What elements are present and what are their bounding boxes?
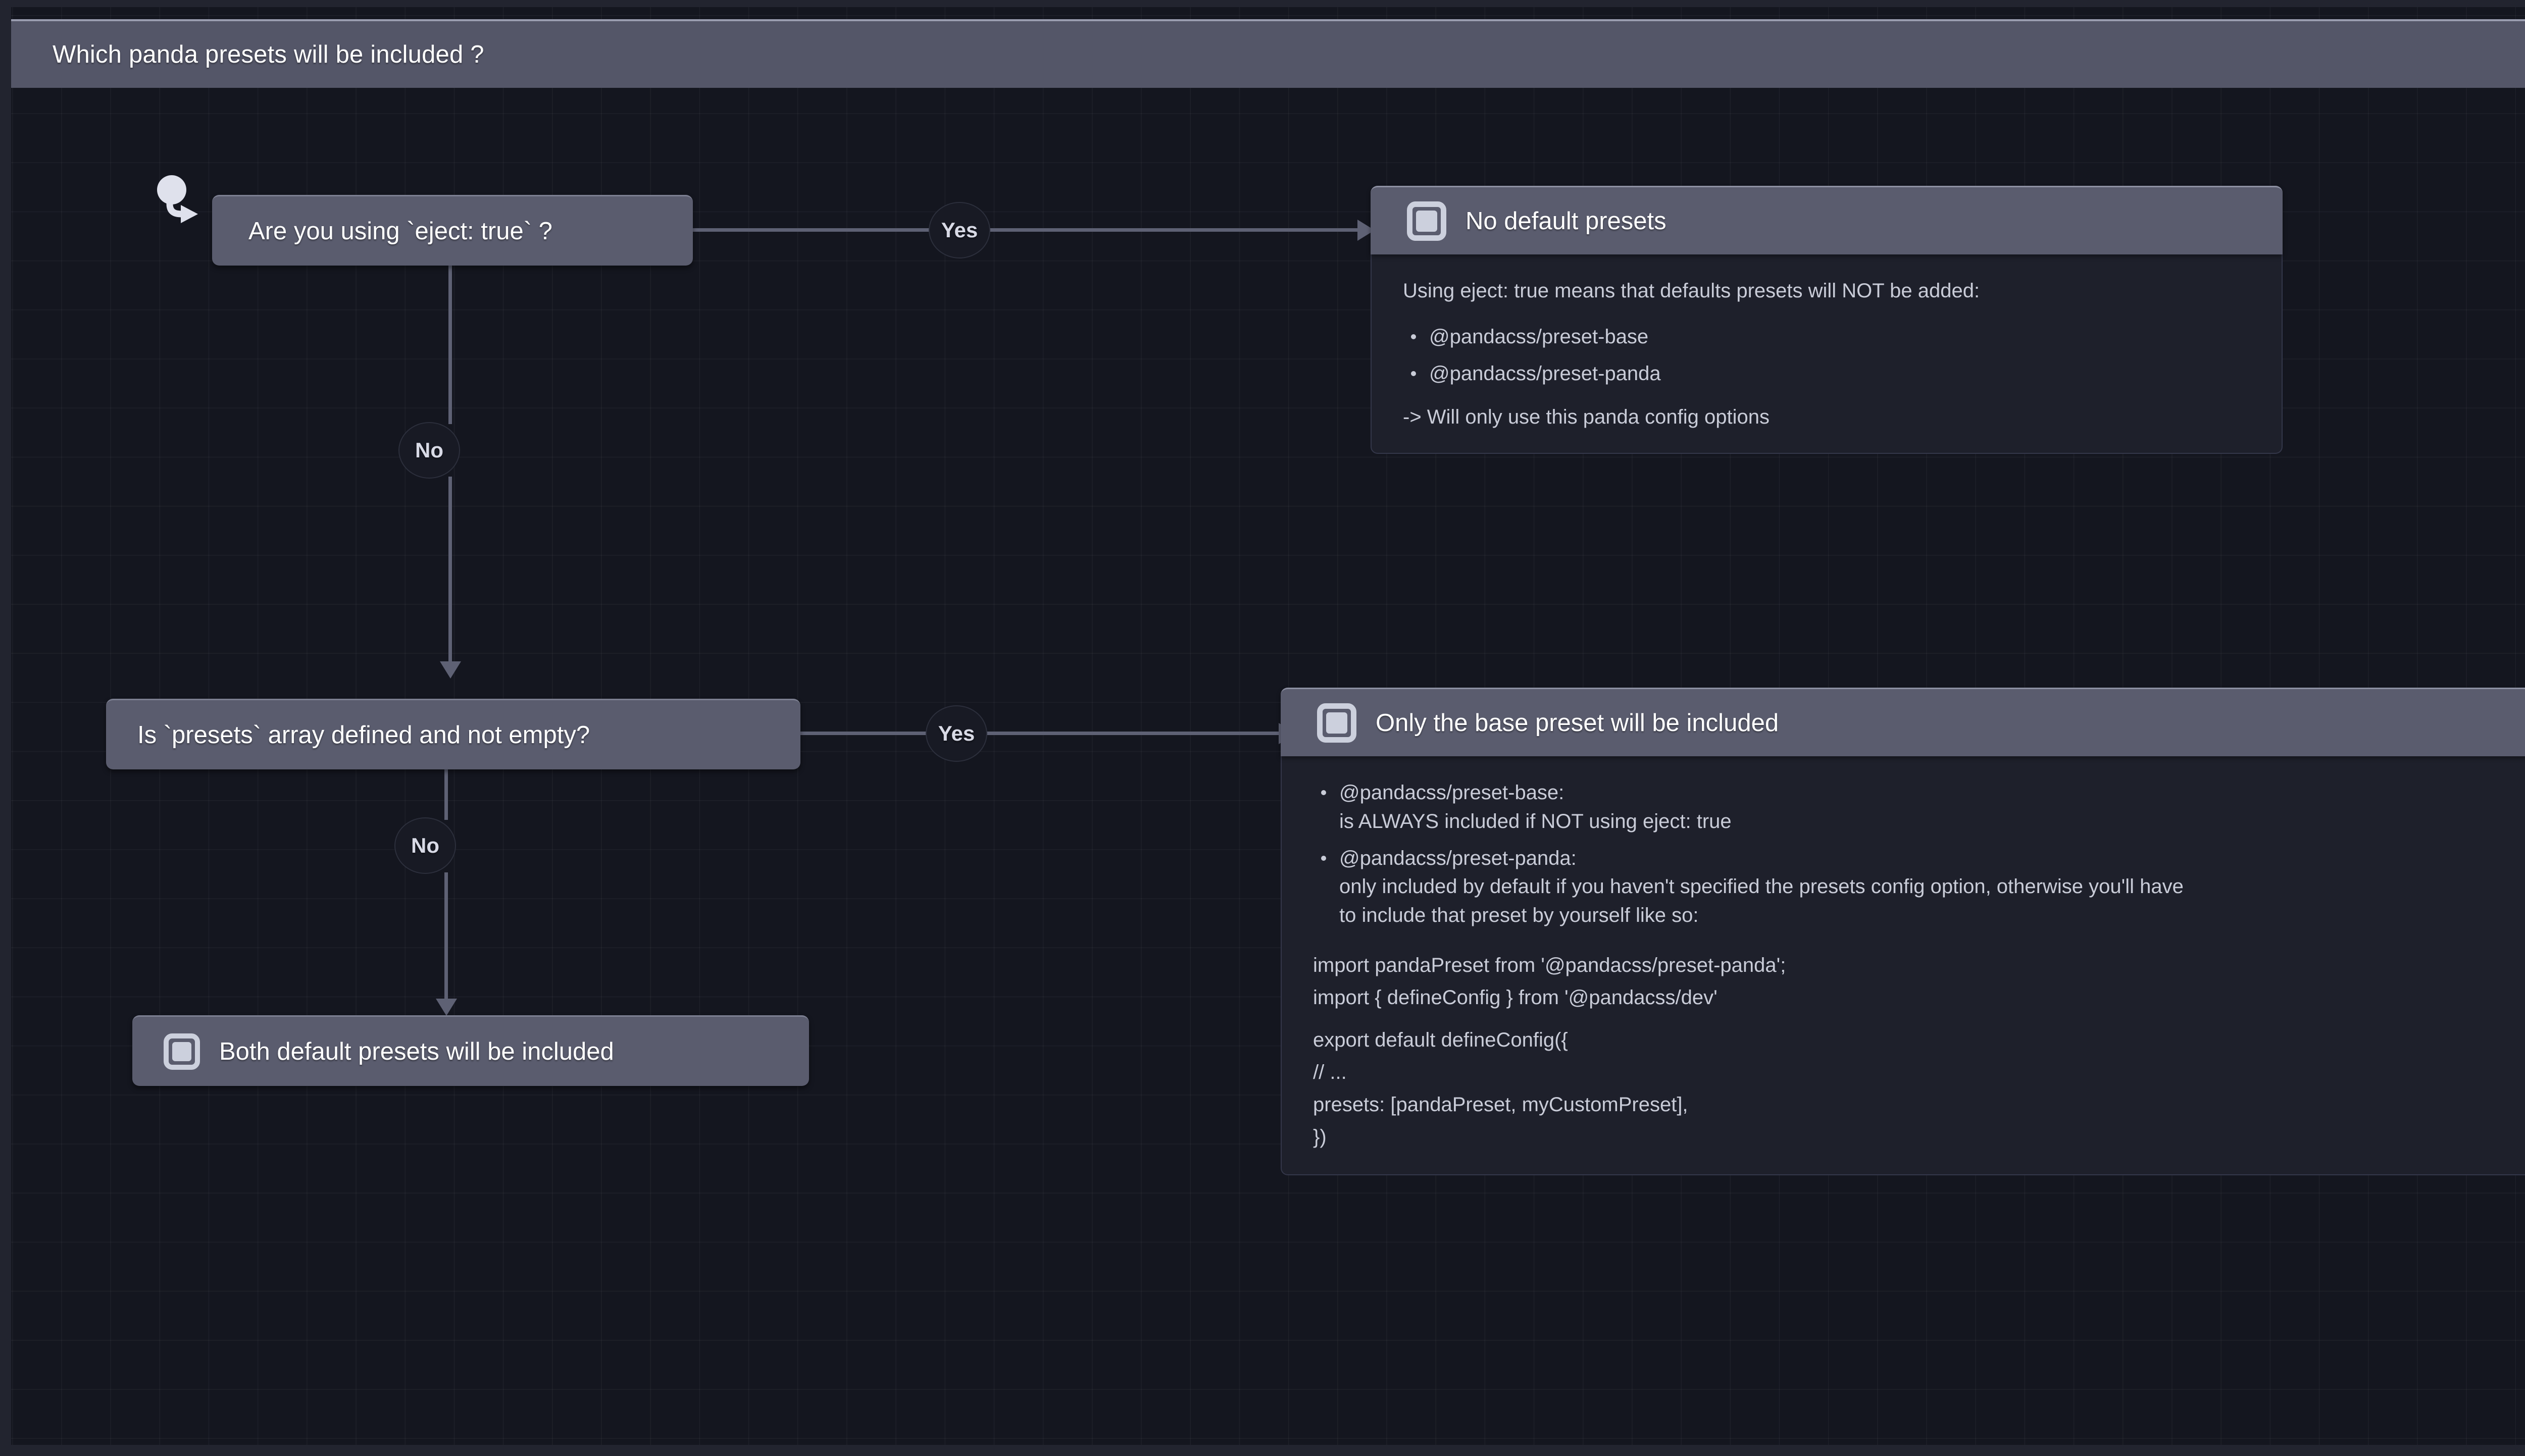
edge-label-eject-no[interactable]: No — [398, 422, 460, 479]
decision-node-presets[interactable]: Is `presets` array defined and not empty… — [106, 699, 800, 769]
code-line: export default defineConfig({ — [1313, 1028, 1568, 1051]
diagram-title-bar: Which panda presets will be included ? — [11, 19, 2525, 88]
edge-label-presets-no[interactable]: No — [394, 817, 456, 874]
list-item: @pandacss/preset-panda — [1403, 359, 2250, 388]
bullet-head: @pandacss/preset-base: — [1339, 782, 1564, 804]
code-line: import { defineConfig } from '@pandacss/… — [1313, 986, 1718, 1009]
edge-presets-yes-right — [986, 732, 1279, 735]
bullet-detail-2: to include that preset by yourself like … — [1339, 904, 1699, 927]
edge-eject-no-upper — [448, 266, 452, 424]
note-bullet-list: @pandacss/preset-base @pandacss/preset-p… — [1403, 323, 2250, 388]
list-item: @pandacss/preset-base — [1403, 323, 2250, 351]
bullet-head: @pandacss/preset-panda: — [1339, 847, 1577, 869]
result-node-both-presets-label: Both default presets will be included — [219, 1037, 614, 1065]
arrowhead-eject-no-icon — [440, 661, 461, 679]
arrowhead-presets-no-icon — [436, 999, 457, 1016]
note-card-only-base-preset[interactable]: Only the base preset will be included @p… — [1281, 688, 2525, 1175]
edge-eject-no-lower — [448, 477, 452, 661]
decision-node-eject[interactable]: Are you using `eject: true` ? — [212, 195, 693, 266]
canvas-bottom-gutter — [0, 1445, 2525, 1456]
note-body-only-base-preset: @pandacss/preset-base: is ALWAYS include… — [1281, 756, 2525, 1175]
note-body-no-default-presets: Using eject: true means that defaults pr… — [1371, 254, 2283, 454]
edge-presets-yes-left — [800, 732, 928, 735]
note-intro-text: Using eject: true means that defaults pr… — [1403, 280, 1980, 302]
decision-node-presets-label: Is `presets` array defined and not empty… — [137, 721, 590, 749]
bullet-text: @pandacss/preset-base — [1429, 325, 1649, 348]
edge-label-presets-yes-text: Yes — [938, 721, 975, 745]
page-title: Which panda presets will be included ? — [53, 41, 484, 68]
code-block: import pandaPreset from '@pandacss/prese… — [1313, 949, 2525, 1153]
note-header-no-default-presets: No default presets — [1371, 186, 2283, 254]
edge-presets-no-upper — [444, 769, 448, 820]
code-line: presets: [pandaPreset, myCustomPreset], — [1313, 1093, 1688, 1116]
bullet-text: @pandacss/preset-panda — [1429, 362, 1661, 385]
code-line: import pandaPreset from '@pandacss/prese… — [1313, 954, 1786, 976]
note-title-no-default-presets: No default presets — [1466, 207, 1666, 235]
bullet-detail: only included by default if you haven't … — [1339, 875, 2184, 898]
list-item: @pandacss/preset-base: is ALWAYS include… — [1313, 778, 2525, 836]
edge-label-eject-yes[interactable]: Yes — [929, 202, 990, 258]
result-node-both-presets[interactable]: Both default presets will be included — [132, 1015, 809, 1086]
start-circle-curved-arrow-icon — [157, 175, 198, 223]
edge-label-presets-no-text: No — [411, 834, 439, 857]
note-card-icon — [1407, 201, 1446, 241]
edge-label-eject-yes-text: Yes — [941, 218, 978, 242]
note-bullet-list: @pandacss/preset-base: is ALWAYS include… — [1313, 778, 2525, 930]
code-line: // ... — [1313, 1061, 1347, 1083]
decision-node-eject-label: Are you using `eject: true` ? — [248, 217, 552, 245]
note-outro-text: -> Will only use this panda config optio… — [1403, 406, 1770, 429]
note-header-only-base-preset: Only the base preset will be included — [1281, 688, 2525, 756]
bullet-detail: is ALWAYS included if NOT using eject: t… — [1339, 810, 1732, 833]
note-card-no-default-presets[interactable]: No default presets Using eject: true mea… — [1371, 186, 2283, 454]
edge-presets-no-lower — [444, 872, 448, 999]
edge-eject-yes-right — [989, 228, 1357, 232]
note-card-icon — [164, 1033, 200, 1070]
note-title-only-base-preset: Only the base preset will be included — [1376, 709, 1779, 737]
edge-label-eject-no-text: No — [415, 438, 443, 462]
edge-eject-yes-left — [693, 228, 930, 232]
note-card-icon — [1317, 703, 1356, 743]
canvas-top-gutter — [0, 0, 2525, 7]
start-marker — [152, 172, 212, 235]
code-line-blank — [1313, 1014, 2525, 1024]
canvas-left-gutter — [0, 0, 11, 1456]
list-item: @pandacss/preset-panda: only included by… — [1313, 844, 2525, 930]
code-line: }) — [1313, 1125, 1327, 1148]
edge-label-presets-yes[interactable]: Yes — [926, 705, 987, 762]
